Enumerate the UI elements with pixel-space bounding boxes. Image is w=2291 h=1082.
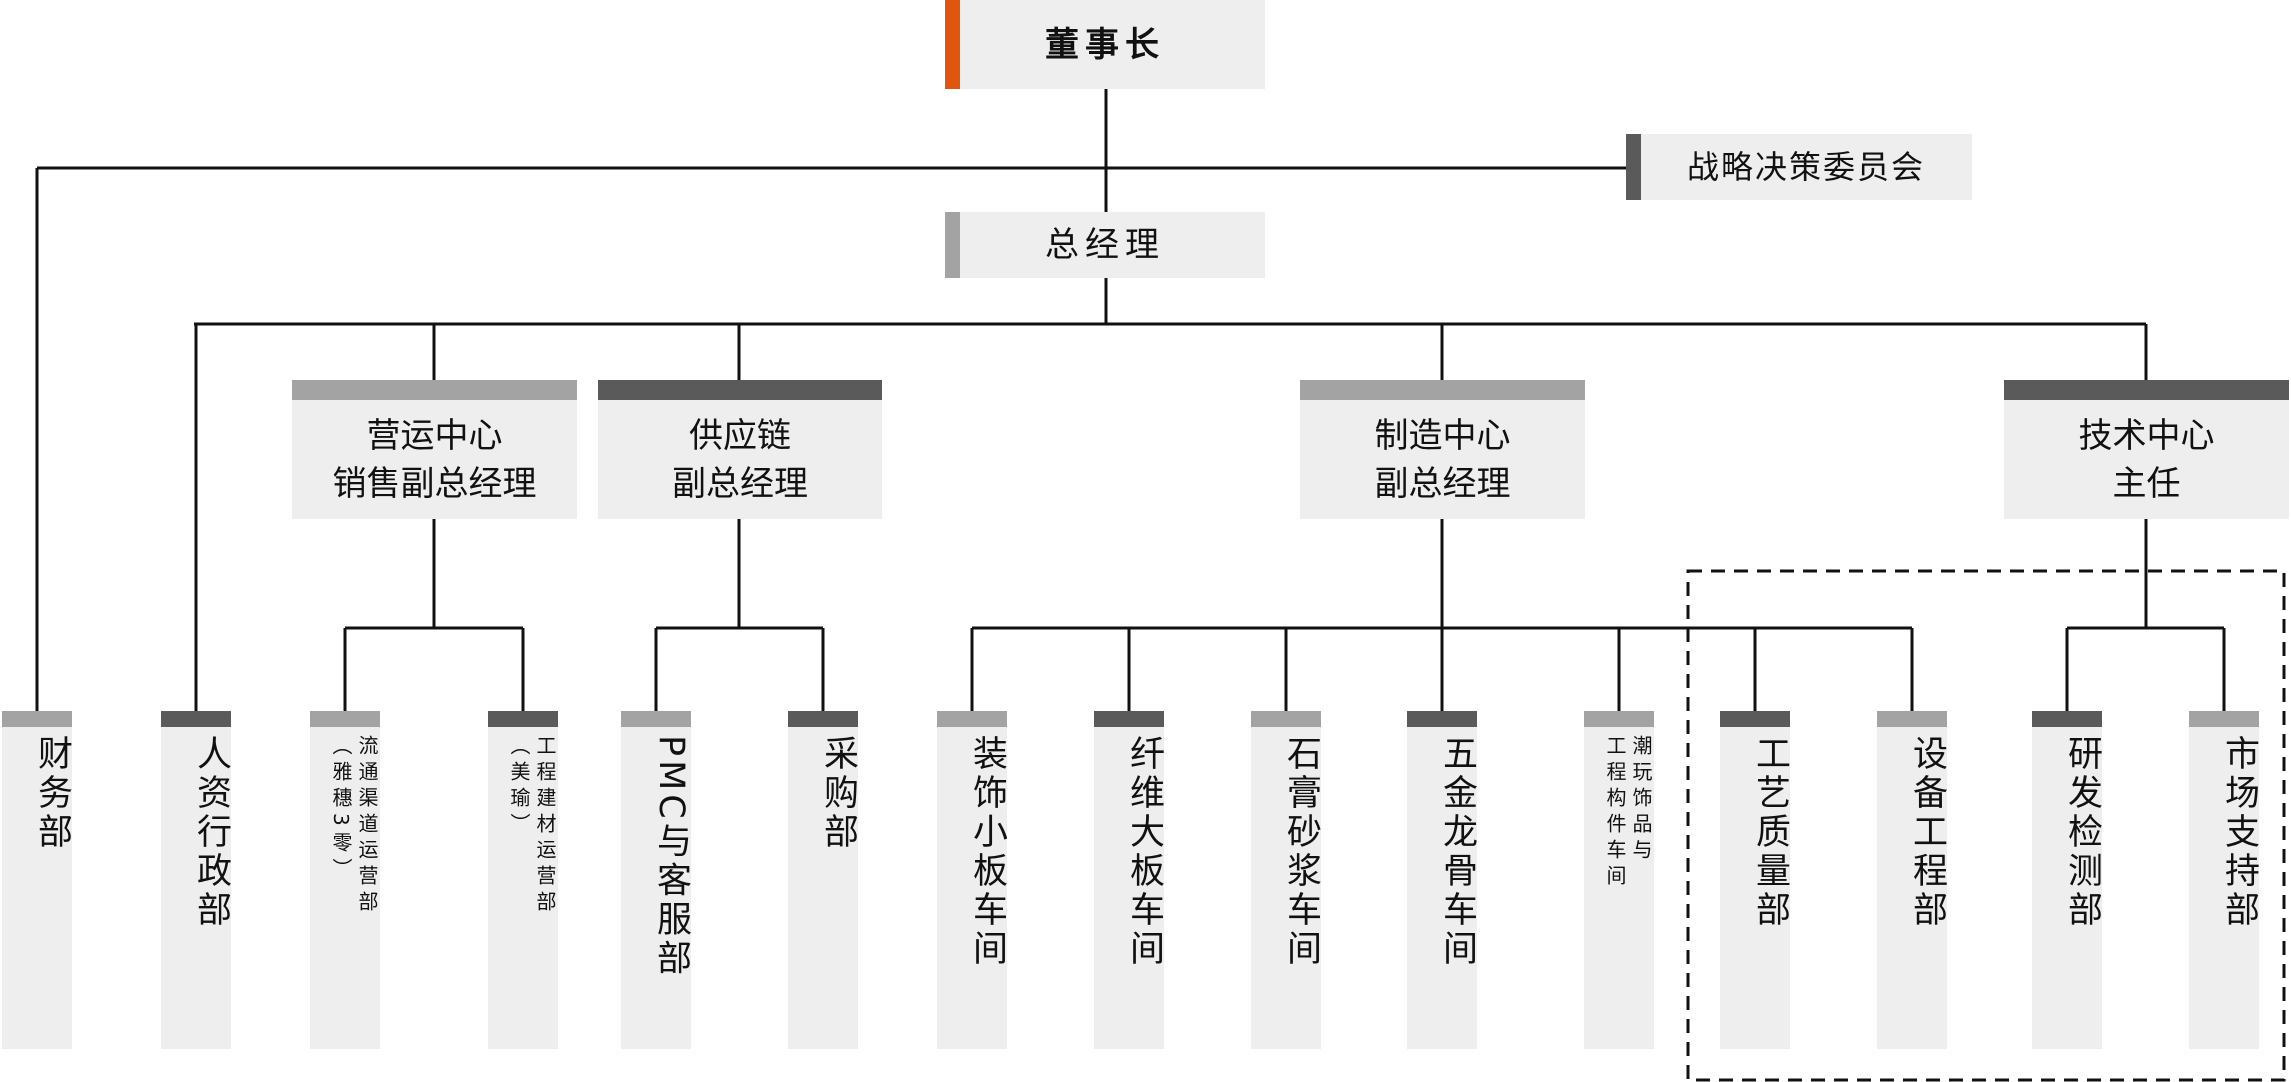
dept-label: 工艺质量部 [1750,735,1790,930]
center-manufacturing: 制造中心 副总经理 [1300,380,1585,519]
center-label: 制造中心 副总经理 [1374,415,1511,504]
chairman-label: 董事长 [1045,24,1165,65]
dept-pmc-customer-service: PMC与客服部 [621,711,691,1049]
top-bar [598,380,882,400]
center-supply-chain: 供应链 副总经理 [598,380,882,519]
top-bar [1584,711,1654,727]
top-bar [937,711,1007,727]
dept-rnd-testing: 研发检测部 [2032,711,2102,1049]
dept-decor-board-workshop: 装饰小板车间 [937,711,1007,1049]
top-bar [1877,711,1947,727]
dept-channel-ops: 流通渠道运营部 （雅穗3零） [310,711,380,1049]
dept-hardware-keel-workshop: 五金龙骨车间 [1407,711,1477,1049]
accent-bar [945,0,960,89]
center-label: 营运中心 销售副总经理 [332,415,537,504]
top-bar [1720,711,1790,727]
general-manager-box: 总经理 [945,212,1265,278]
dept-label: 装饰小板车间 [967,735,1007,969]
chairman-box: 董事长 [945,0,1265,89]
center-operations: 营运中心 销售副总经理 [292,380,577,519]
dashed-group-border [1686,569,2286,1082]
dept-label: 市场支持部 [2219,735,2259,930]
top-bar [1094,711,1164,727]
dept-label: 人资行政部 [191,735,231,930]
top-bar [2032,711,2102,727]
dept-label: 潮玩饰品与 工程构件车间 [1603,735,1653,891]
committee-label: 战略决策委员会 [1686,148,1925,186]
dept-label: 流通渠道运营部 （雅穗3零） [329,735,379,917]
dept-label: 财务部 [32,735,72,852]
dept-gypsum-workshop: 石膏砂浆车间 [1251,711,1321,1049]
top-bar [161,711,231,727]
top-bar [2,711,72,727]
center-label: 技术中心 主任 [2078,415,2215,504]
center-technology: 技术中心 主任 [2004,380,2289,519]
top-bar [788,711,858,727]
dept-equipment-engineering: 设备工程部 [1877,711,1947,1049]
center-label: 供应链 副总经理 [672,415,808,504]
dept-purchasing: 采购部 [788,711,858,1049]
general-manager-label: 总经理 [1045,225,1165,265]
top-bar [1407,711,1477,727]
top-bar [1300,380,1585,400]
top-bar [292,380,577,400]
top-bar [310,711,380,727]
dept-hr-admin: 人资行政部 [161,711,231,1049]
top-bar [621,711,691,727]
side-bar [1626,134,1641,200]
dept-market-support: 市场支持部 [2189,711,2259,1049]
dept-finance: 财务部 [2,711,72,1049]
dept-fiber-board-workshop: 纤维大板车间 [1094,711,1164,1049]
committee-box: 战略决策委员会 [1626,134,1972,200]
dept-label: PMC与客服部 [651,735,691,979]
top-bar [488,711,558,727]
side-bar [945,212,960,278]
top-bar [1251,711,1321,727]
dept-toy-components-workshop: 潮玩饰品与 工程构件车间 [1584,711,1654,1049]
dept-process-quality: 工艺质量部 [1720,711,1790,1049]
dept-label: 研发检测部 [2062,735,2102,930]
dept-label: 工程建材运营部 （美瑜） [507,735,557,917]
dept-label: 石膏砂浆车间 [1281,735,1321,969]
dept-label: 纤维大板车间 [1124,735,1164,969]
dept-label: 五金龙骨车间 [1437,735,1477,969]
dept-label: 采购部 [818,735,858,852]
dept-label: 设备工程部 [1907,735,1947,930]
top-bar [2189,711,2259,727]
dept-building-materials-ops: 工程建材运营部 （美瑜） [488,711,558,1049]
top-bar [2004,380,2289,400]
